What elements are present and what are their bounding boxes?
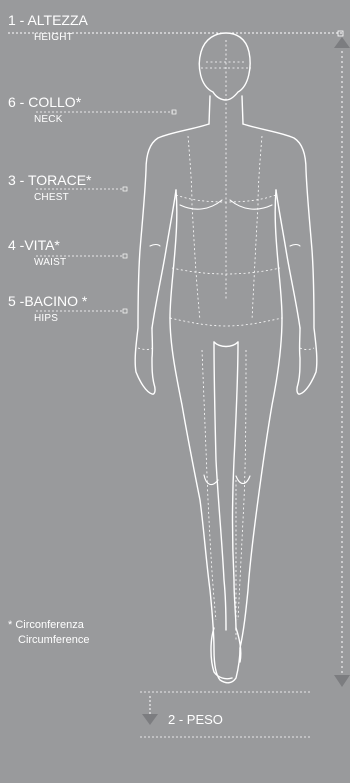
figure-details	[150, 200, 300, 485]
measurement-neck: 6 - COLLO* NECK	[8, 95, 81, 125]
measurement-chest-title: 3 - TORACE*	[8, 173, 92, 187]
circumference-note: * Circonferenza Circumference	[8, 618, 90, 648]
circumference-note-it: * Circonferenza	[8, 619, 84, 631]
measurement-neck-title: 6 - COLLO*	[8, 95, 81, 109]
measurement-chest-subtitle: CHEST	[34, 193, 92, 203]
measurement-chest: 3 - TORACE* CHEST	[8, 173, 92, 203]
measurement-hips-title: 5 -BACINO *	[8, 294, 87, 308]
weight-label: 2 - PESO	[168, 712, 223, 727]
hips-marker	[123, 309, 127, 313]
measurement-waist-subtitle: WAIST	[34, 258, 66, 268]
measurement-neck-subtitle: NECK	[34, 115, 81, 125]
measurement-waist-title: 4 -VITA*	[8, 238, 66, 252]
chest-marker	[123, 187, 127, 191]
measurement-height-subtitle: HEIGHT	[34, 33, 88, 43]
measurement-hips: 5 -BACINO * HIPS	[8, 294, 87, 324]
measurement-hips-subtitle: HIPS	[34, 314, 87, 324]
measurement-waist: 4 -VITA* WAIST	[8, 238, 66, 268]
measurement-height: 1 - ALTEZZA HEIGHT	[8, 13, 88, 43]
waist-marker	[123, 254, 127, 258]
height-arrow-up-icon	[334, 37, 350, 48]
weight-arrow-down-icon	[142, 714, 158, 725]
circumference-note-en: Circumference	[18, 633, 90, 648]
height-arrow-down-icon	[334, 675, 350, 687]
measurement-height-title: 1 - ALTEZZA	[8, 13, 88, 27]
figure-guidelines	[138, 40, 314, 640]
